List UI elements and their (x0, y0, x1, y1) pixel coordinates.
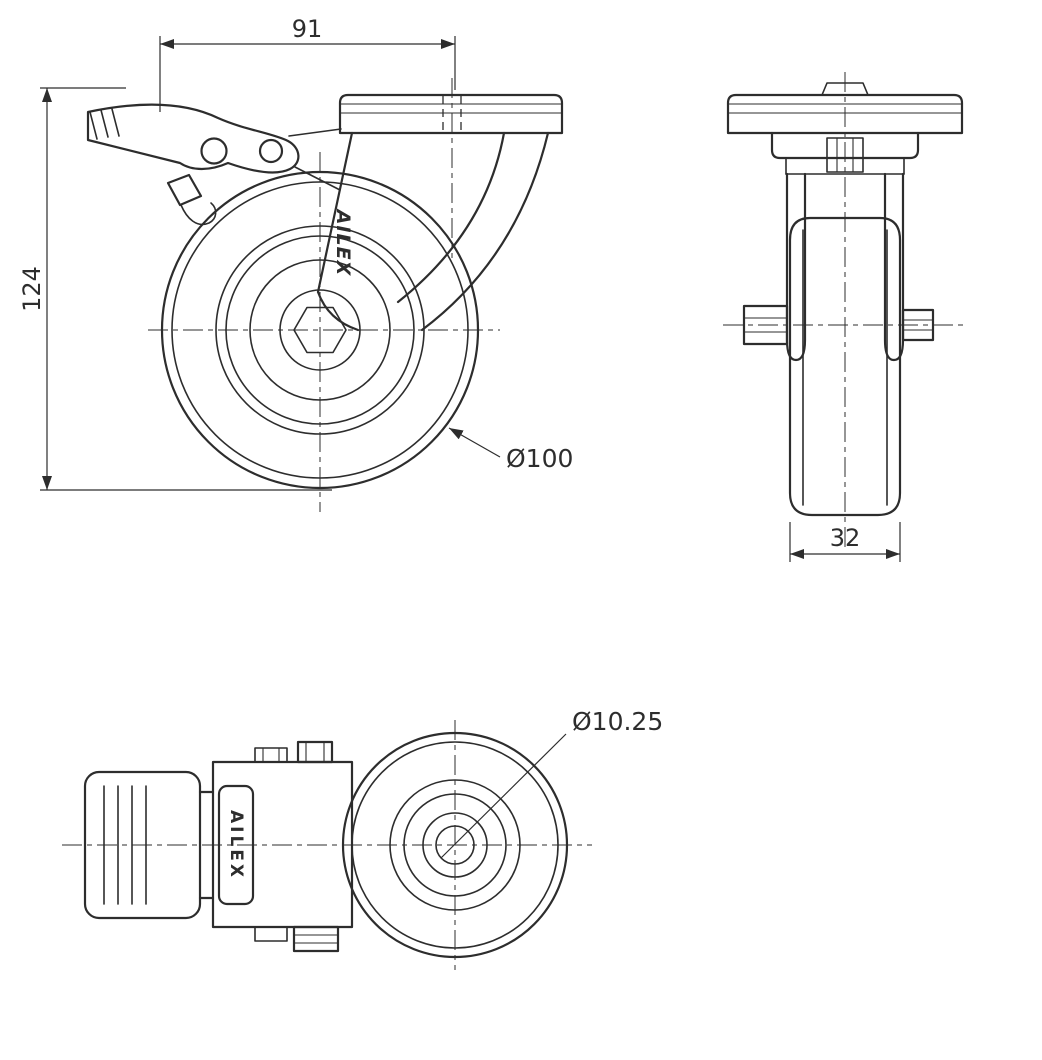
bottom-wheel (341, 731, 569, 959)
wheel-diameter-text: Ø100 (506, 444, 573, 473)
dim-overall-height-text: 124 (18, 266, 46, 312)
dim-wheel-width-text: 32 (830, 524, 861, 552)
front-top-plate (338, 93, 564, 135)
lever-pivot-hole (200, 137, 228, 165)
side-centerlines (723, 72, 968, 548)
bottom-hex-bolt (292, 925, 340, 953)
label-bolt-hole: Ø10.25 (440, 707, 663, 859)
brand-label-text: AILEX (226, 810, 246, 880)
bolt-hole (435, 825, 475, 865)
front-centerlines (148, 78, 500, 512)
brake-cam (166, 173, 203, 207)
dimension-wheel-width: 32 (789, 522, 901, 562)
bottom-view: AILEX Ø10.25 (62, 707, 663, 970)
bolt-hole-diameter-text: Ø10.25 (572, 707, 663, 736)
dim-plate-span-text: 91 (292, 15, 323, 43)
brand-plate: AILEX (217, 784, 255, 906)
side-top-plate (726, 82, 964, 135)
bottom-fasteners (254, 740, 340, 953)
kingpin-nut (826, 137, 864, 173)
axle-bolt-head (901, 308, 935, 342)
dimension-overall-height: 124 (18, 87, 332, 491)
brake-pedal (83, 770, 215, 920)
brake-spring-hook (180, 202, 217, 226)
bottom-centerlines (62, 720, 592, 970)
fork-logo-text: AILEX (332, 208, 354, 277)
front-wheel (160, 170, 480, 490)
axle-hex-nut (742, 304, 789, 346)
front-view: AILEX 91 124 Ø100 (18, 15, 573, 512)
side-axle (742, 304, 935, 346)
dimension-plate-span: 91 (159, 15, 456, 112)
front-brake-lever (86, 103, 342, 226)
side-wheel (788, 216, 902, 517)
lever-link-hole (258, 138, 284, 164)
side-view: 32 (723, 72, 968, 562)
front-fork: AILEX (316, 131, 550, 332)
label-wheel-diameter: Ø100 (448, 427, 573, 473)
side-fork-legs (785, 172, 905, 362)
kingpin-head (821, 82, 869, 96)
hub-hex-nut (293, 306, 347, 354)
top-bolt (296, 740, 334, 764)
